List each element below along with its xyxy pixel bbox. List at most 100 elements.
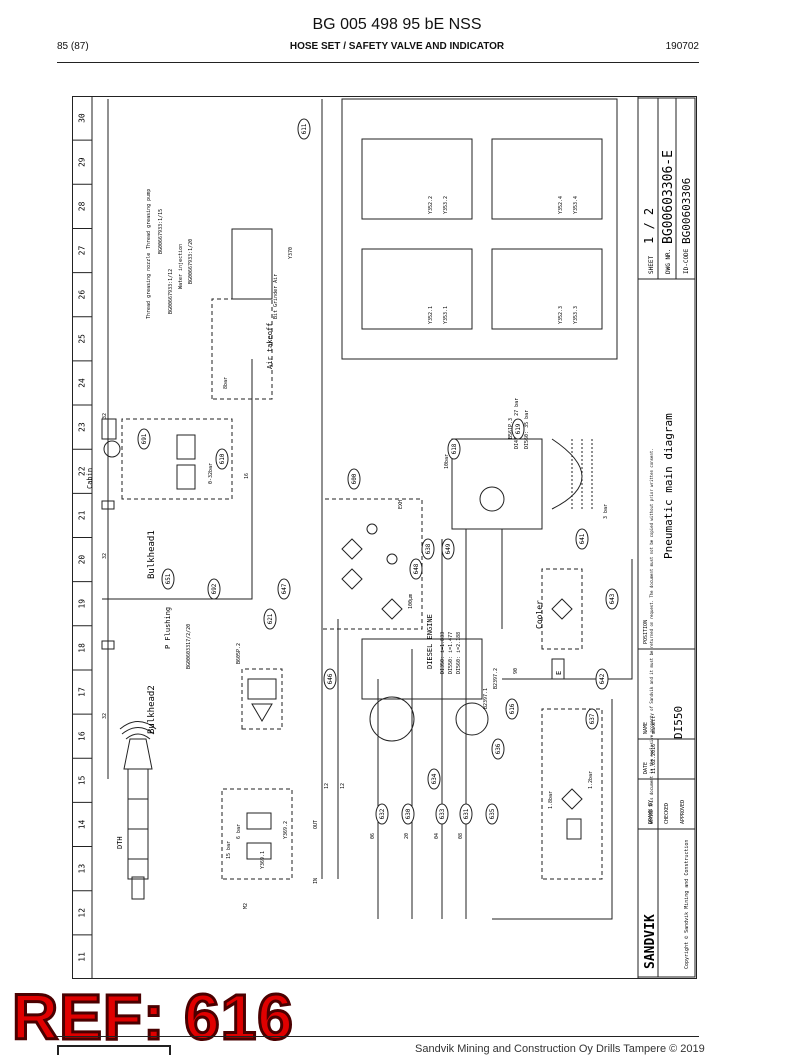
position-label: POSITION (643, 620, 649, 644)
column-number: 12 (78, 908, 87, 918)
bar-1-2-label: 1.2bar (588, 771, 594, 789)
reference-bubble: 647 (277, 578, 291, 600)
column-number: 11 (78, 952, 87, 962)
section-title: HOSE SET / SAFETY VALVE AND INDICATOR (289, 41, 505, 52)
line-size-20: 20 (404, 833, 410, 839)
water-injection-code: BG00667933:1/20 (188, 239, 194, 284)
cabin-panel: Cabin 0-32bar (86, 418, 233, 500)
engine-di350: DI350: i=1.833 (440, 632, 446, 674)
engine-di550: DI550: i=1.477 (448, 632, 454, 674)
y353-1-label: Y353.1 (443, 306, 449, 324)
air-takeoff-group: Air takeoff Bit Grinder Air Thread greas… (146, 189, 294, 400)
approved-label: APPROVED (680, 800, 686, 824)
name-label: NAME (643, 722, 649, 734)
reference-bubble: 691 (137, 428, 151, 450)
y369-valve-group: Y369.1 Y369.2 15 bar 6 bar M2 IN OUT (221, 788, 319, 909)
cooler: Cooler (535, 568, 583, 650)
line-size-12a: 12 (324, 783, 330, 789)
reference-bubble: 630 (401, 803, 415, 825)
y353-4-label: Y353.4 (573, 196, 579, 214)
bulkhead2-label: Bulkhead2 (147, 685, 157, 734)
id-code-value: BG00603306 (680, 178, 693, 244)
column-number: 18 (78, 643, 87, 653)
reference-number: 600 (351, 473, 358, 484)
thread-nozzle-code: BG00667933:1/12 (168, 269, 174, 314)
column-number: 20 (78, 555, 87, 565)
sheet-border (72, 96, 697, 979)
reference-number: 649 (445, 543, 452, 554)
reference-number: 651 (165, 573, 172, 584)
sheet-value: 1 / 2 (642, 208, 656, 244)
bit-grinder-label: Bit Grinder Air (273, 274, 279, 319)
dwg-label: DWG NR. (665, 249, 672, 274)
air-takeoff-label: Air takeoff (266, 323, 274, 369)
reference-bubble: 634 (427, 768, 441, 790)
valve-block: Y352.1 Y352.3 Y352.2 Y352.4 Y353.1 Y353.… (341, 98, 618, 360)
receiver-tank: 3 bar 10bar DI450/550: 27 bar DI560: 35 … (444, 398, 609, 530)
line-size-32a: 32 (102, 713, 108, 719)
sheet-label: SHEET (648, 256, 655, 274)
cooler-label: Cooler (535, 600, 544, 629)
line-size-08: 08 (458, 833, 464, 839)
y352-1-label: Y352.1 (428, 306, 434, 324)
header-divider (57, 62, 699, 63)
reference-bubble: 646 (323, 668, 337, 690)
di560-label: DI560: 35 bar (524, 410, 530, 449)
line-size-90: 90 (513, 668, 519, 674)
pipe-90 (502, 559, 633, 680)
title-block: SANDVIK Copyright © Sandvik Mining and C… (637, 97, 696, 978)
engine-di560: DI560: i=2.188 (456, 632, 462, 674)
dwg-value: BG00603306-E (661, 150, 676, 244)
reference-bubble: 618 (447, 438, 461, 460)
reference-bubble: 632 (375, 803, 389, 825)
reference-bubbles: 6116916106006186196496386486476516926216… (137, 118, 619, 825)
thread-pump-code: BG00667933:1/15 (158, 209, 164, 254)
column-number: 24 (78, 378, 87, 388)
reference-number: 618 (451, 443, 458, 454)
line-size-16: 16 (244, 473, 250, 479)
b2397-2-label: B2397.2 (493, 668, 499, 689)
column-number: 27 (78, 246, 87, 256)
drawn-date: 11.02.2016 (651, 744, 657, 774)
drawn-name: makett (651, 716, 657, 734)
reference-number: 630 (405, 808, 412, 819)
reference-bubble: 637 (585, 708, 599, 730)
reference-bubble: 610 (215, 448, 229, 470)
p-flushing-code: BG00603317/2/20 (186, 624, 192, 669)
id-code-label: ID-CODE (683, 248, 690, 274)
bar-15-label: 15 bar (226, 841, 232, 859)
gauge-e: E (555, 671, 563, 675)
reference-number: 633 (439, 808, 446, 819)
reference-bubble: 692 (207, 578, 221, 600)
reference-bubble: 642 (595, 668, 609, 690)
column-number: 23 (78, 422, 87, 432)
footer-text: Sandvik Mining and Construction Oy Drill… (415, 1043, 705, 1055)
bar-10-label: 10bar (444, 454, 450, 469)
document-code: 190702 (665, 41, 699, 52)
reference-bubble: 636 (491, 738, 505, 760)
reference-number: 647 (281, 583, 288, 594)
b605p2-label: B605P.2 (236, 643, 242, 664)
reference-number: 641 (579, 533, 586, 544)
b561p3-label: B561P.3 (508, 418, 514, 439)
reference-bubble: 648 (409, 558, 423, 580)
ref-overlay: REF: 616 (11, 981, 295, 1053)
column-number: 15 (78, 775, 87, 785)
column-number: 29 (78, 157, 87, 167)
reference-bubble: 638 (421, 538, 435, 560)
thread-nozzle-label: Thread greasing nozzle (146, 253, 152, 319)
column-number: 14 (78, 819, 87, 829)
out-label: OUT (313, 820, 319, 829)
line-size-12b: 12 (340, 783, 346, 789)
thread-pump-label: Thread greasing pump (146, 189, 152, 249)
column-number: 30 (78, 113, 87, 123)
checked-label: CHECKED (664, 803, 670, 824)
reference-number: 646 (327, 673, 334, 684)
exh-label: EXH (398, 500, 404, 509)
column-number: 28 (78, 201, 87, 211)
reference-bubble: 641 (575, 528, 589, 550)
dth-hammer: DTH (116, 721, 157, 900)
cabin-label: Cabin (86, 468, 94, 489)
p-flushing-valve: B605P.2 (236, 643, 283, 730)
line-size-32c: 32 (102, 413, 108, 419)
